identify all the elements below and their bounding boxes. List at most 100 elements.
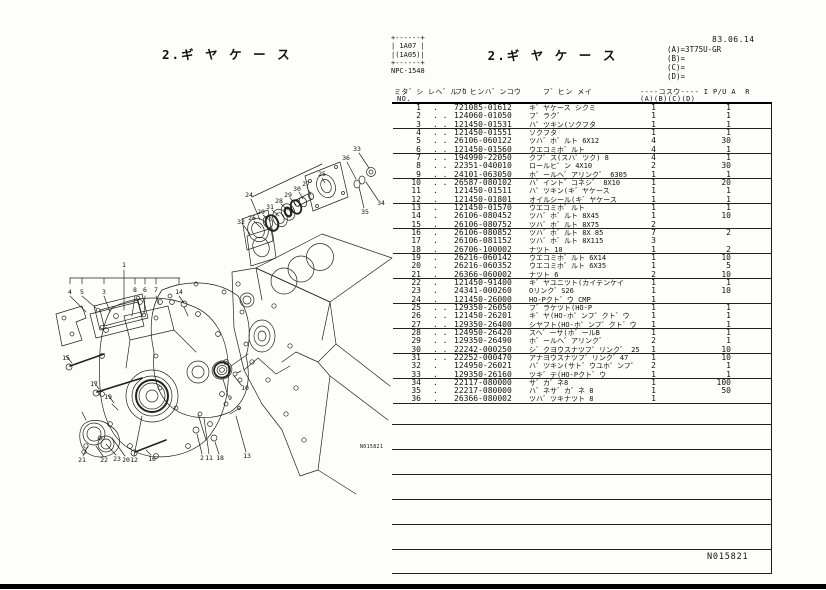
row-part-name: ツキ゛テ(HO-Pクト゛ウ [529,370,607,379]
row-no: 36 [411,394,421,404]
row-no: 32 [411,361,421,371]
row-no: 27 [411,319,421,329]
row-level: . [433,186,438,196]
row-part-number: 124950-26420 [454,327,512,337]
row-pu: 1 [726,319,731,329]
row-level: . . [433,136,448,146]
row-level: . [433,269,438,279]
row-level: . [433,277,438,287]
diagram-callout: 30 [293,185,301,193]
row-part-name: キ゛ヤ(HO-ホ゜ンフ゜クト゛ウ [529,312,630,321]
row-no: 21 [411,269,421,279]
diagram-callout: 17 [90,380,98,388]
diagram-callout: 35 [361,208,369,216]
row-part-name: ツハ゛ツキナツト 8 [529,395,594,404]
row-part-number: 26106-080852 [454,227,512,237]
row-qty-a: 1 [651,119,656,129]
row-level: . . [433,152,448,162]
diagram-callout: 6 [143,286,147,294]
diagram-callout: 3 [102,288,106,296]
row-level: . [433,219,438,229]
diagram-callout: 24 [245,191,253,199]
row-qty-a: 1 [651,169,656,179]
row-part-number: 22252-000470 [454,352,512,362]
table-continuation-line [392,549,772,550]
row-no: 8 [416,161,421,171]
diagram-callout: 18 [216,454,224,462]
row-no: 6 [416,144,421,154]
row-part-number: 194990-22050 [454,152,512,162]
row-part-number: 26216-060352 [454,261,512,271]
col-header-qty-abcd: (A)(B)(C)(D) [640,95,696,103]
row-pu: 10 [721,344,731,354]
row-part-name: ハ゜ツキン(ソクフタ [529,120,597,129]
table-header-underline [392,102,772,104]
row-level: . . [433,119,448,129]
col-header-midashi: ミタ゛シ [394,88,424,96]
row-level: . [433,194,438,204]
row-qty-a: 2 [651,361,656,371]
row-pu: 30 [721,136,731,146]
diagram-callout: 26 [248,214,256,222]
row-part-name: ホ゛ールヘ゛アリンク゛ 6305 [529,170,628,179]
col-header-level: レヘ゛ル O [428,88,467,96]
row-qty-a: 2 [651,161,656,171]
row-part-name: スヘ゜ーサ(ホ゛ールB [529,328,600,337]
row-no: 7 [416,152,421,162]
diagram-callout: 8 [133,286,137,294]
row-no: 15 [411,219,421,229]
row-pu: 10 [721,252,731,262]
row-qty-a: 2 [651,219,656,229]
row-no: 30 [411,344,421,354]
col-header-no: NO. [397,95,411,103]
row-part-name: ナツト 6 [529,270,559,279]
row-part-number: 26366-060002 [454,269,512,279]
row-part-number: 121450-01801 [454,194,512,204]
row-qty-a: 1 [651,302,656,312]
row-qty-a: 1 [651,103,656,112]
row-pu: 1 [726,336,731,346]
row-part-number: 121450-01570 [454,202,512,212]
row-level: . [433,294,438,304]
row-no: 5 [416,136,421,146]
diagram-callout: 10 [241,384,249,392]
row-part-name: ハ゜ツキン(サト゛ウユホ゜ンフ゜ [529,362,638,371]
row-part-name: ツハ゛ホ゛ルト 8X45 [529,212,600,221]
diagram-callout: 7 [154,286,158,294]
row-pu: 20 [721,177,731,187]
row-level: . . [433,319,448,329]
diagram-callout: 28 [275,197,283,205]
row-qty-a: 1 [651,319,656,329]
right-page-title: 2.ギ ヤ ケ ー ス [487,48,618,63]
row-level: . [433,202,438,212]
col-header-part-number: フ゛ヒンハ゛ンコウ [455,88,522,96]
row-no: 28 [411,327,421,337]
row-level: . [433,227,438,237]
diagram-callout: 34 [377,199,385,207]
parts-diagram: 3336252730292831292632243435145386714151… [55,145,393,495]
row-qty-a: 1 [651,394,656,404]
row-part-name: オイルシール(キ゛ヤケース [529,195,617,204]
diagram-callout: 14 [175,288,183,296]
row-level: . . [433,127,448,137]
table-right-border [771,103,772,573]
row-qty-a: 4 [651,144,656,154]
diagram-callout: 32 [237,218,245,226]
row-no: 22 [411,277,421,287]
row-no: 31 [411,352,421,362]
row-part-name: HO-Pクト゛ウ CMP [529,295,591,304]
row-part-number: 22351-040010 [454,161,512,171]
diagram-callout: 36 [342,154,350,162]
